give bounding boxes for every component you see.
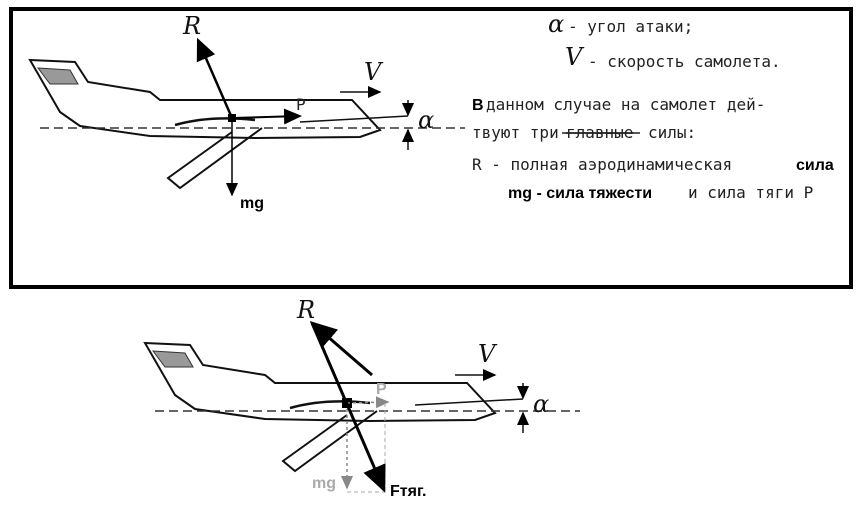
- para-line4: и сила тяги P: [688, 183, 813, 202]
- label-alpha: α: [533, 390, 549, 418]
- paragraph: В данном случае на самолет дей- твуют тр…: [472, 95, 834, 202]
- para-line3-bold: сила: [796, 157, 834, 174]
- label-R: R: [296, 296, 315, 324]
- label-mg: mg: [312, 475, 336, 492]
- top-airplane: R V P α mg: [30, 12, 465, 212]
- force-R-arrow: [309, 321, 373, 377]
- para-line3: R - полная аэродинамическая: [472, 155, 732, 174]
- v-text: - скорость самолета.: [588, 52, 781, 71]
- top-frame: [9, 7, 853, 289]
- alpha-symbol: α: [548, 10, 564, 38]
- label-P: P: [296, 95, 306, 114]
- label-V: V: [364, 58, 384, 86]
- v-symbol: V: [565, 43, 585, 71]
- para-line2b: силы:: [648, 123, 696, 142]
- label-P: P: [376, 381, 387, 398]
- para-bold-start: В: [472, 97, 484, 114]
- force-P-arrow: [231, 108, 302, 125]
- label-mg: mg: [240, 195, 264, 212]
- para-line4-bold: mg - сила тяжести: [508, 185, 652, 202]
- label-V: V: [478, 340, 498, 368]
- para-line2a: твуют три: [472, 123, 559, 142]
- force-R-arrow: [196, 37, 234, 119]
- para-line1: данном случае на самолет дей-: [486, 95, 765, 114]
- label-R: R: [182, 12, 201, 40]
- force-P-arrow: [346, 396, 390, 409]
- legend: α - угол атаки; V - скорость самолета.: [548, 10, 781, 71]
- label-F: Fтяг.: [390, 483, 426, 500]
- bottom-airplane: R V P α mg Fтяг.: [145, 296, 580, 500]
- force-F-arrow: [310, 322, 386, 493]
- alpha-text: - угол атаки;: [568, 17, 693, 36]
- label-alpha: α: [418, 106, 434, 134]
